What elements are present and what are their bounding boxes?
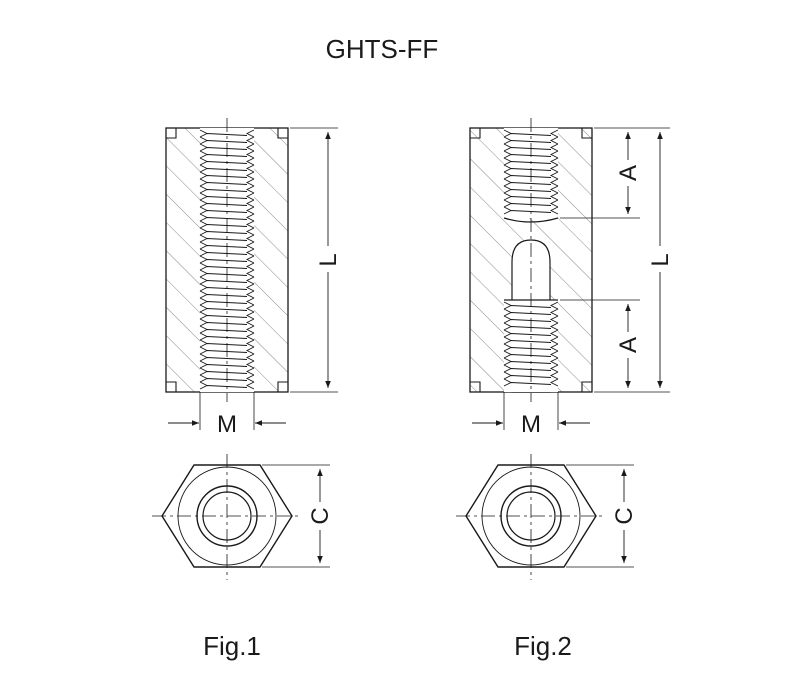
fig1-section-view xyxy=(165,118,289,402)
fig2-across-flats-dimension: C xyxy=(566,464,638,568)
fig1-top-chamfer xyxy=(166,128,288,139)
fig2-length-dimension: L xyxy=(640,127,674,388)
thread-tooth xyxy=(199,353,255,362)
fig1-thread-label: M xyxy=(217,411,237,438)
fig2-thread-depth-bottom-dimension: A xyxy=(560,299,670,393)
thread-tooth xyxy=(503,336,559,345)
fig2-thread-dimension: M xyxy=(472,392,590,438)
fig1-across-flats-label: C xyxy=(307,507,334,524)
fig1-across-flats-dimension: C xyxy=(262,464,334,568)
thread-tooth xyxy=(503,136,559,145)
thread-tooth xyxy=(503,185,559,194)
thread-tooth xyxy=(199,234,255,243)
fig1-bottom-chamfer xyxy=(166,381,288,392)
thread-tooth xyxy=(199,136,255,145)
thread-tooth xyxy=(503,378,559,387)
thread-tooth xyxy=(199,178,255,187)
drawing-title: GHTS-FF xyxy=(326,34,439,64)
fig2-section-view xyxy=(469,118,593,402)
thread-tooth xyxy=(199,262,255,271)
fig2-hex-end-view xyxy=(456,454,606,580)
thread-tooth xyxy=(199,304,255,313)
fig2-length-label: L xyxy=(647,253,674,266)
fig1-length-label: L xyxy=(315,253,342,266)
thread-tooth xyxy=(199,129,255,138)
thread-tooth xyxy=(503,329,559,338)
thread-tooth xyxy=(199,185,255,194)
fig2-thread-label: M xyxy=(521,411,541,438)
fig1-caption: Fig.1 xyxy=(203,631,261,661)
fig2-thread-depth-bottom-label: A xyxy=(615,337,642,353)
thread-tooth xyxy=(199,227,255,236)
thread-tooth xyxy=(199,255,255,264)
thread-tooth xyxy=(199,360,255,369)
fig1-hex-end-view xyxy=(152,454,302,580)
fig2-thread-depth-top-label: A xyxy=(615,165,642,181)
fig2-caption: Fig.2 xyxy=(514,631,572,661)
thread-tooth xyxy=(199,311,255,320)
thread-tooth xyxy=(503,178,559,187)
fig1-length-dimension: L xyxy=(290,127,342,393)
fig2-across-flats-label: C xyxy=(611,507,638,524)
thread-tooth xyxy=(503,129,559,138)
fig1-thread-dimension: M xyxy=(168,392,286,438)
fig2-thread-depth-top-dimension: A xyxy=(560,127,642,219)
